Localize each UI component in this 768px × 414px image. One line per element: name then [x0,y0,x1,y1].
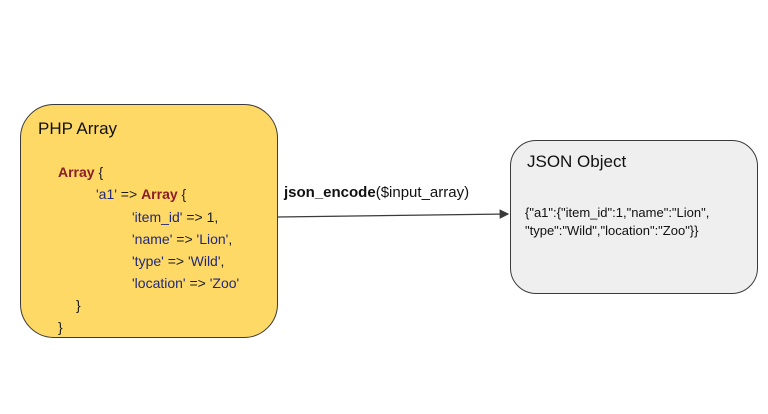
json-object-box: JSON Object {"a1":{"item_id":1,"name":"L… [510,140,758,294]
string-key: 'a1' [96,186,117,202]
code-line-4: 'name' => 'Lion', [132,231,232,247]
keyword-array: Array [58,164,95,180]
keyword-array: Array [141,186,178,202]
code-line-2: 'a1' => Array { [96,186,186,202]
arrow-line [277,209,510,219]
string-value: 'Lion' [196,231,229,247]
function-args: ($input_array) [375,184,470,201]
string-key: 'item_id' [132,209,183,225]
code-line-7: } [76,297,81,313]
code-line-5: 'type' => 'Wild', [132,253,224,269]
json-line-2: "type":"Wild","location":"Zoo"}} [525,223,699,238]
string-value: 'Wild' [187,253,221,269]
code-line-1: Array { [58,164,103,180]
function-name: json_encode [284,184,376,201]
json-line-1: {"a1":{"item_id":1,"name":"Lion", [525,205,710,220]
json-object-title: JSON Object [527,152,627,171]
string-value: 'Zoo' [209,275,240,291]
code-line-6: 'location' => 'Zoo' [132,275,239,291]
code-line-8: } [58,319,63,335]
code-text: , [228,231,233,247]
string-key: 'type' [132,253,164,269]
code-operator: => [172,231,197,247]
code-operator: => [163,253,188,269]
php-array-box: PHP Array Array { 'a1' => Array { 'item_… [20,104,278,338]
code-text: { [94,164,104,180]
closing-brace: } [58,319,63,335]
code-operator: => [116,186,142,202]
string-key: 'name' [132,231,173,247]
code-text: { [177,186,187,202]
php-array-title: PHP Array [38,119,118,138]
code-line-3: 'item_id' => 1, [132,209,218,225]
json-encode-label: json_encode($input_array) [284,184,469,201]
code-operator: => 1, [182,209,219,225]
closing-brace: } [76,297,81,313]
string-key: 'location' [132,275,186,291]
code-text: , [220,253,225,269]
code-operator: => [185,275,210,291]
